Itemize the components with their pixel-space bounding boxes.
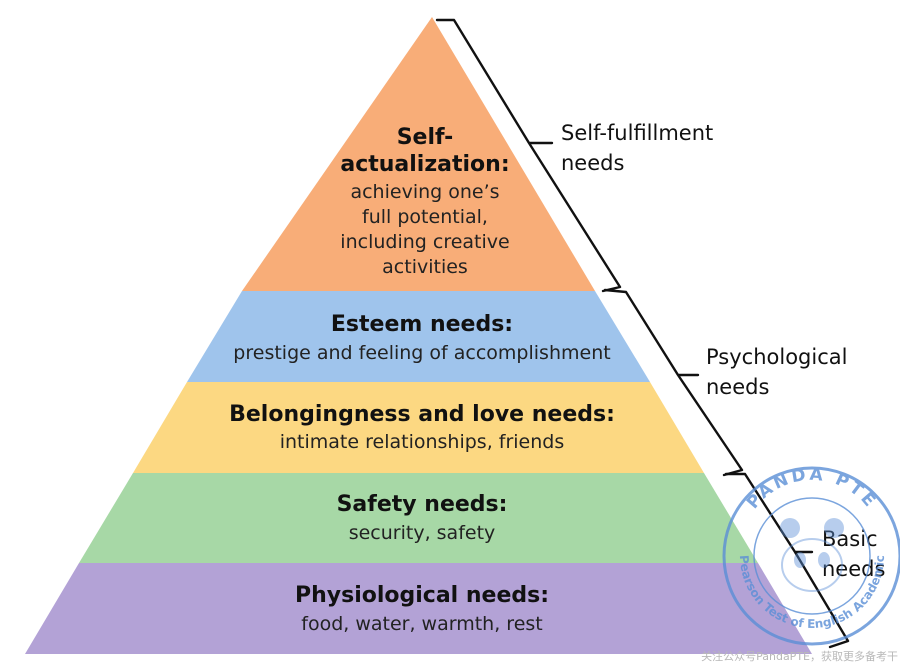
- tier-self-actualization: [242, 17, 595, 291]
- bracket-basic: [724, 472, 850, 649]
- level-title: Belongingness and love needs:: [229, 402, 615, 427]
- group-label-basic: needs: [822, 557, 885, 581]
- level-title: Safety needs:: [337, 492, 508, 517]
- group-brackets: [435, 18, 850, 649]
- level-description: food, water, warmth, rest: [301, 613, 542, 635]
- tier-safety: [79, 473, 758, 563]
- level-description: achieving one’s: [350, 181, 499, 203]
- watermark-ring: [722, 466, 900, 646]
- group-label-psychological: Psychological: [706, 345, 847, 369]
- level-title: Physiological needs:: [295, 583, 549, 608]
- panda-icon: [780, 518, 844, 592]
- level-title: actualization:: [340, 152, 509, 177]
- label-safety: Safety needs: security, safety: [337, 492, 508, 544]
- group-label-psychological: needs: [706, 375, 769, 399]
- label-physiological: Physiological needs: food, water, warmth…: [295, 583, 549, 635]
- tier-belongingness: [133, 382, 704, 473]
- level-description: intimate relationships, friends: [280, 431, 565, 453]
- label-esteem: Esteem needs: prestige and feeling of ac…: [233, 312, 610, 364]
- level-description: prestige and feeling of accomplishment: [233, 342, 610, 364]
- level-description: activities: [382, 256, 468, 278]
- group-label-self-fulfillment: needs: [561, 151, 624, 175]
- level-description: including creative: [340, 231, 509, 253]
- group-label-basic: Basic: [822, 527, 878, 551]
- pyramid: [25, 17, 812, 654]
- watermark-inner-ring: [753, 497, 871, 615]
- level-description: full potential,: [362, 206, 488, 228]
- watermark-footer: 关注公众号PandaPTE，获取更多备考干: [701, 649, 898, 663]
- tier-physiological: [25, 563, 812, 654]
- label-self-actualization: Self- actualization: achieving one’s ful…: [340, 125, 509, 278]
- tier-esteem: [187, 291, 650, 382]
- level-title: Self-: [397, 125, 454, 150]
- group-label-self-fulfillment: Self-fulfillment: [561, 121, 713, 145]
- level-description: security, safety: [349, 522, 496, 544]
- bracket-psychological: [603, 288, 744, 477]
- group-labels: Self-fulfillment needs Psychological nee…: [561, 121, 885, 581]
- level-title: Esteem needs:: [331, 312, 513, 337]
- label-belongingness: Belongingness and love needs: intimate r…: [229, 402, 615, 453]
- watermark-top-text: PANDA PTE: [743, 465, 881, 513]
- bracket-self-fulfillment: [435, 18, 622, 293]
